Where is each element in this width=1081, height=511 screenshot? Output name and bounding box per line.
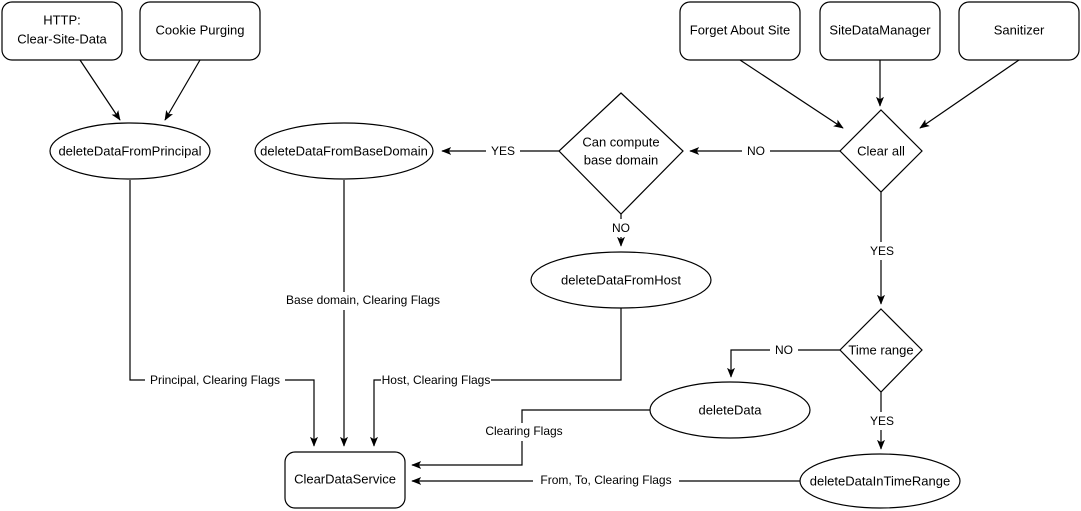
node-cookie-purging-label: Cookie Purging <box>156 22 245 37</box>
edge-label-principal-clearing-flags: Principal, Clearing Flags <box>150 373 280 387</box>
node-cookie-purging-shape[interactable] <box>139 1 261 61</box>
edge-label-host-clearing-flags: Host, Clearing Flags <box>382 373 491 387</box>
edge-cookiepurging-to-delete-principal <box>164 59 201 121</box>
node-can-compute-base-domain-label-line1: Can compute <box>582 134 659 149</box>
node-sanitizer[interactable]: Sanitizer <box>958 1 1080 61</box>
node-time-range[interactable]: Time range <box>839 308 923 393</box>
edge-label-basedomain-clearing-flags: Base domain, Clearing Flags <box>286 293 440 307</box>
node-sitedatamanager-shape[interactable] <box>819 1 941 61</box>
node-forget-about-site-shape[interactable] <box>679 1 801 61</box>
node-delete-data-from-principal-shape[interactable] <box>49 122 211 180</box>
node-delete-data-label: deleteData <box>699 402 763 417</box>
node-delete-data-in-time-range-label: deleteDataInTimeRange <box>810 473 950 488</box>
node-delete-data-from-base-domain-shape[interactable] <box>254 122 434 180</box>
node-sanitizer-shape[interactable] <box>958 1 1080 61</box>
edge-label-no-timerange: NO <box>775 343 793 357</box>
edge-http-to-delete-principal <box>79 59 121 121</box>
edge-sanitizer-to-clearall <box>919 59 1020 129</box>
node-clear-all-label: Clear all <box>857 143 905 158</box>
edge-principal-to-clearservice <box>129 180 318 447</box>
node-delete-data-shape[interactable] <box>649 381 811 439</box>
node-can-compute-base-domain[interactable]: Can compute base domain <box>558 92 684 215</box>
node-delete-data[interactable]: deleteData <box>649 381 811 439</box>
label-bg-no-clearall <box>742 142 770 160</box>
node-clear-data-service[interactable]: ClearDataService <box>284 451 406 509</box>
node-time-range-label: Time range <box>848 342 913 357</box>
label-bg-clearing-flags <box>478 423 570 441</box>
node-cookie-purging[interactable]: Cookie Purging <box>139 1 261 61</box>
node-time-range-shape[interactable] <box>839 308 923 393</box>
node-can-compute-base-domain-label-line2: base domain <box>584 152 658 167</box>
node-delete-data-from-host-shape[interactable] <box>530 251 712 309</box>
edge-label-no-cancompute: NO <box>612 221 630 235</box>
node-forget-about-site[interactable]: Forget About Site <box>679 1 801 61</box>
edge-timerange-no-to-deletedata <box>727 349 840 378</box>
node-delete-data-from-principal[interactable]: deleteDataFromPrincipal <box>49 122 211 180</box>
label-bg-no-timerange <box>770 341 798 359</box>
node-delete-data-in-time-range[interactable]: deleteDataInTimeRange <box>799 453 961 509</box>
label-bg-yes-clearall <box>866 242 900 260</box>
edge-label-yes-clearall: YES <box>870 244 894 258</box>
edge-label-from-to-clearing-flags: From, To, Clearing Flags <box>540 473 671 487</box>
edge-label-yes-timerange: YES <box>870 414 894 428</box>
node-delete-data-from-host[interactable]: deleteDataFromHost <box>530 251 712 309</box>
node-clear-all[interactable]: Clear all <box>839 109 923 193</box>
edge-label-clearing-flags: Clearing Flags <box>485 424 562 438</box>
node-delete-data-from-base-domain[interactable]: deleteDataFromBaseDomain <box>254 122 434 180</box>
label-bg-host-flags <box>381 371 491 389</box>
node-can-compute-base-domain-shape[interactable] <box>558 92 684 215</box>
node-clear-data-service-shape[interactable] <box>284 451 406 509</box>
node-delete-data-in-time-range-shape[interactable] <box>799 453 961 509</box>
node-delete-data-from-principal-label: deleteDataFromPrincipal <box>58 143 201 158</box>
label-bg-from-to-flags <box>533 472 679 490</box>
label-bg-principal-flags <box>145 371 285 389</box>
node-http-clear-site-data-label-line2: Clear-Site-Data <box>17 31 107 46</box>
node-clear-data-service-label: ClearDataService <box>294 471 396 486</box>
node-http-clear-site-data-label-line1: HTTP: <box>43 12 81 27</box>
node-sitedatamanager-label: SiteDataManager <box>829 22 931 37</box>
edge-labels-layer: YES NO NO YES NO YES Principal, Clearing… <box>145 142 900 490</box>
label-bg-basedomain-flags <box>283 292 443 310</box>
edge-label-no-clearall: NO <box>747 144 765 158</box>
node-delete-data-from-base-domain-label: deleteDataFromBaseDomain <box>260 143 428 158</box>
edge-forgetsite-to-clearall <box>739 59 844 129</box>
node-delete-data-from-host-label: deleteDataFromHost <box>561 272 681 287</box>
node-http-clear-site-data[interactable]: HTTP: Clear-Site-Data <box>1 1 123 61</box>
label-bg-yes-basedomain <box>486 142 520 160</box>
label-bg-no-cancompute <box>608 219 636 237</box>
label-bg-yes-timerange <box>866 412 900 430</box>
node-clear-all-shape[interactable] <box>839 109 923 193</box>
node-sanitizer-label: Sanitizer <box>994 22 1045 37</box>
edge-host-to-clearservice <box>370 308 622 447</box>
node-sitedatamanager[interactable]: SiteDataManager <box>819 1 941 61</box>
edge-label-yes-basedomain: YES <box>491 144 515 158</box>
node-forget-about-site-label: Forget About Site <box>690 22 790 37</box>
node-http-clear-site-data-shape[interactable] <box>1 1 123 61</box>
